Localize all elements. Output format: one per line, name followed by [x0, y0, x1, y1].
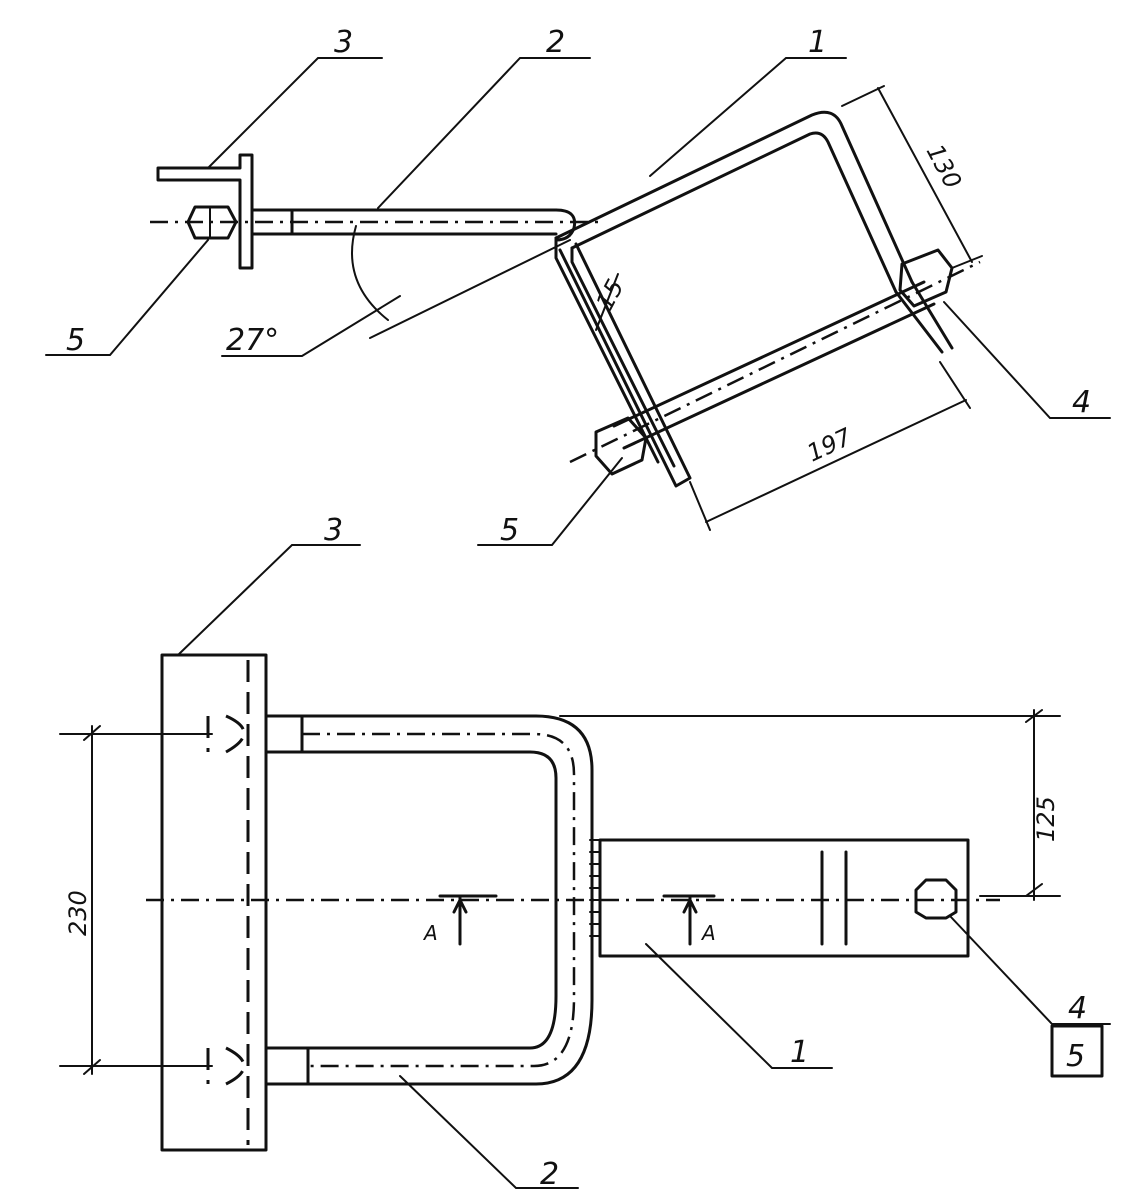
top-clamp-plate	[558, 242, 692, 488]
rod-top	[290, 208, 558, 236]
label-top-nut-left: 5	[66, 323, 85, 358]
angle-bracket	[156, 153, 254, 270]
label-bottom-nut: 4	[1068, 991, 1087, 1026]
dim-top-width: 130	[921, 140, 967, 194]
label-bottom-ubolt: 1	[790, 1035, 809, 1070]
label-bottom-nut-box: 5	[1066, 1039, 1085, 1074]
clamp-bar	[598, 838, 970, 958]
mount-plate	[160, 653, 268, 1152]
ubolt-top-outer	[554, 110, 914, 284]
ubolt-top-inner	[570, 131, 898, 294]
stud-lower	[264, 1046, 310, 1086]
section-mark-left: A	[422, 921, 438, 945]
label-bottom-plate: 3	[324, 513, 343, 548]
label-top-nut-lower: 5	[500, 513, 519, 548]
dim-top-length: 197	[803, 422, 857, 467]
bottom-view	[59, 544, 1111, 1189]
nut-bottom	[914, 878, 958, 920]
label-top-plate: 3	[334, 25, 353, 60]
label-top-rod: 2	[546, 25, 565, 60]
nut-lower	[594, 416, 648, 476]
ubolt-outer	[300, 714, 594, 1086]
label-box-5	[1050, 1024, 1104, 1078]
dim-bottom-height: 230	[64, 890, 92, 936]
label-bottom-rod: 2	[540, 1157, 559, 1192]
top-view	[45, 57, 1111, 546]
label-top-angle: 27°	[226, 323, 279, 358]
section-mark-right: A	[700, 921, 716, 945]
stud-upper	[264, 714, 304, 754]
nut-right	[898, 248, 954, 308]
dim-bottom-offset: 125	[1032, 796, 1060, 842]
label-top-nut-right: 4	[1072, 385, 1091, 420]
ubolt-inner	[300, 750, 558, 1050]
label-top-ubolt: 1	[808, 25, 827, 60]
